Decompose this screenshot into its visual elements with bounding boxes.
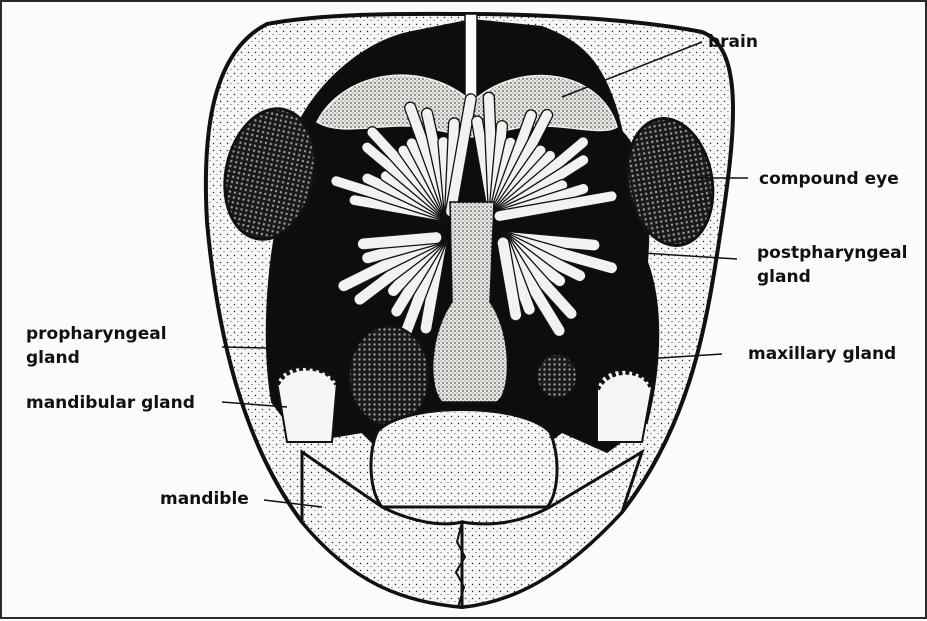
label-postpharyngeal-line2: gland <box>757 267 811 288</box>
label-compound-eye: compound eye <box>759 169 899 190</box>
label-mandibular-gland: mandibular gland <box>26 393 195 414</box>
label-maxillary-gland: maxillary gland <box>748 344 896 365</box>
label-propharyngeal-line2: gland <box>26 348 80 369</box>
maxillary-gland <box>537 354 577 398</box>
label-mandible: mandible <box>160 489 249 510</box>
label-brain: brain <box>708 32 758 53</box>
label-postpharyngeal-line1: postpharyngeal <box>757 243 907 264</box>
buccal-cavity <box>371 410 557 508</box>
mandibular-gland-right <box>597 370 652 442</box>
mandibular-gland-left <box>277 367 337 442</box>
propharyngeal-gland <box>349 326 429 426</box>
label-propharyngeal-line1: propharyngeal <box>26 324 167 345</box>
